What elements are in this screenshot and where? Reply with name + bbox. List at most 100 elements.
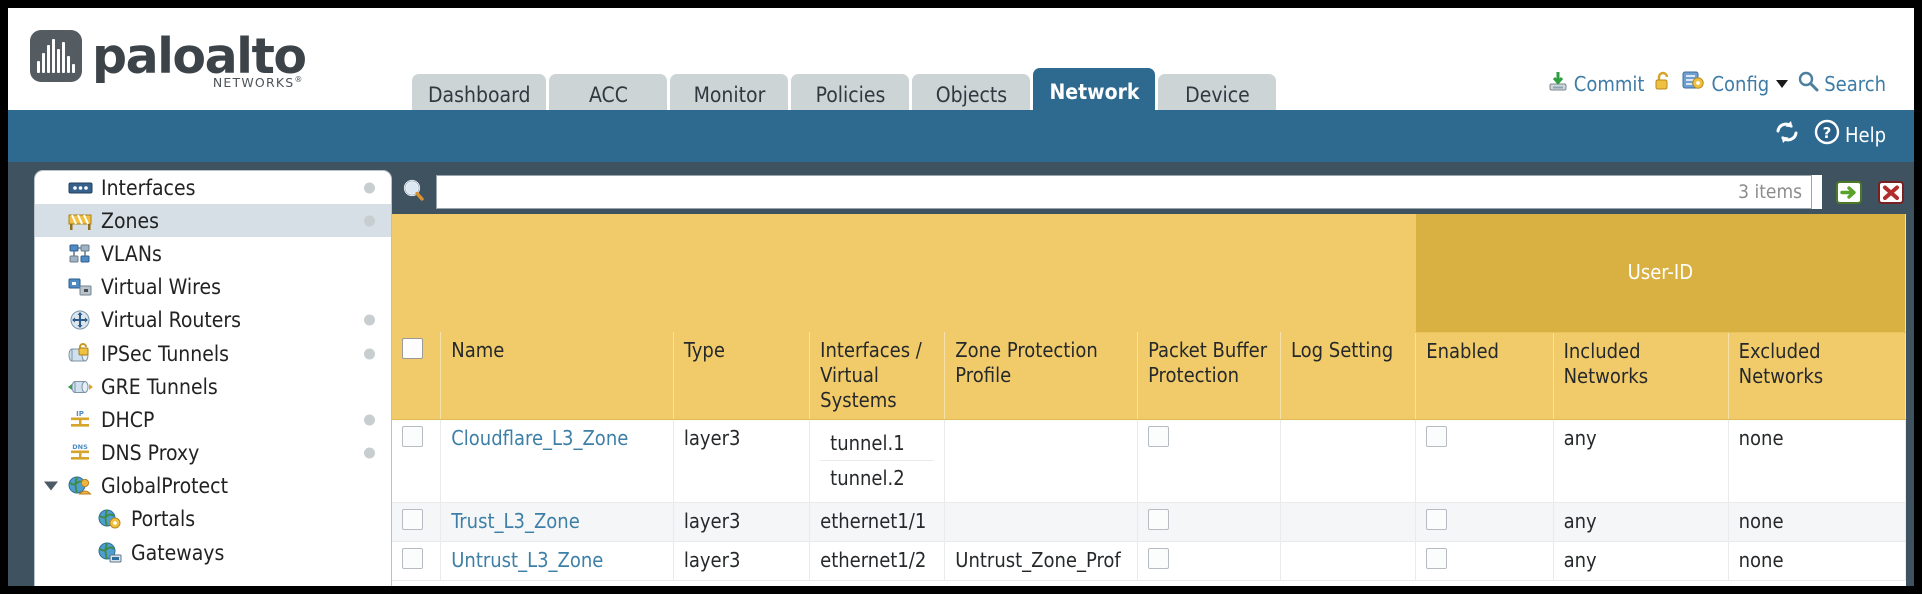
zone-link[interactable]: Untrust_L3_Zone — [451, 548, 604, 572]
col-type[interactable]: Type — [673, 332, 811, 420]
col-userid-enabled[interactable]: Enabled — [1415, 332, 1554, 420]
cell-packet-buffer-protection — [1137, 502, 1281, 542]
sidebar-item-interfaces[interactable]: Interfaces — [35, 171, 391, 204]
chevron-down-icon[interactable] — [1776, 79, 1789, 88]
status-dot — [364, 414, 375, 426]
unlock-button[interactable] — [1653, 70, 1673, 97]
col-log-setting[interactable]: Log Setting — [1280, 332, 1417, 420]
zone-link[interactable]: Cloudflare_L3_Zone — [451, 426, 629, 450]
search-input[interactable] — [436, 175, 1812, 209]
zones-table: User-ID Name Type Interfaces / Virtual S… — [392, 214, 1906, 581]
zone-link[interactable]: Trust_L3_Zone — [451, 509, 580, 533]
sidebar-item-zones[interactable]: Zones — [35, 204, 391, 238]
network-sidebar: Interfaces Zones VLANs — [34, 170, 392, 586]
top-actions: Commit — [1547, 70, 1886, 97]
svg-text:DNS: DNS — [72, 443, 88, 451]
cell-zone-protection-profile: Untrust_Zone_Prof — [944, 541, 1139, 581]
search-label: Search — [1824, 71, 1886, 96]
sidebar-item-ipsec-tunnels[interactable]: IPSec Tunnels — [35, 337, 391, 370]
zones-table-panel: User-ID Name Type Interfaces / Virtual S… — [392, 214, 1906, 586]
tab-network[interactable]: Network — [1033, 68, 1156, 116]
sidebar-item-gateways[interactable]: Gateways — [35, 536, 391, 569]
tab-acc[interactable]: ACC — [549, 74, 668, 116]
sidebar-item-globalprotect[interactable]: GlobalProtect — [35, 470, 391, 503]
tab-dashboard[interactable]: Dashboard — [412, 74, 547, 116]
cell-included-networks: any — [1553, 419, 1729, 503]
sidebar-item-vlans[interactable]: VLANs — [35, 237, 391, 270]
userid-enabled-checkbox[interactable] — [1426, 548, 1448, 569]
row-checkbox[interactable] — [402, 509, 423, 530]
portals-icon — [97, 508, 124, 530]
col-zone-protection-profile[interactable]: Zone Protection Profile — [944, 332, 1139, 420]
col-included-networks[interactable]: Included Networks — [1553, 332, 1729, 420]
tab-objects[interactable]: Objects — [912, 74, 1031, 116]
cell-userid-enabled — [1415, 541, 1554, 581]
cell-type: layer3 — [673, 541, 811, 581]
sidebar-item-virtual-routers[interactable]: Virtual Routers — [35, 304, 391, 337]
col-name[interactable]: Name — [440, 332, 674, 420]
table-header-row: Name Type Interfaces / Virtual Systems Z… — [392, 332, 1906, 420]
sidebar-item-virtual-wires[interactable]: Virtual Wires — [35, 271, 391, 304]
magnifier-icon[interactable] — [400, 177, 430, 207]
packet-buffer-checkbox[interactable] — [1148, 509, 1170, 530]
userid-enabled-checkbox[interactable] — [1426, 426, 1448, 447]
cell-type: layer3 — [673, 502, 811, 542]
config-button[interactable]: Config — [1682, 70, 1789, 97]
commit-button[interactable]: Commit — [1547, 70, 1644, 97]
sidebar-item-label: DHCP — [101, 407, 155, 432]
select-all-checkbox[interactable] — [402, 338, 423, 359]
cell-name: Trust_L3_Zone — [440, 502, 674, 542]
sidebar-item-label: IPSec Tunnels — [101, 341, 229, 366]
cell-interfaces: ethernet1/2 — [809, 541, 946, 581]
tab-policies[interactable]: Policies — [791, 74, 910, 116]
sidebar-item-label: Gateways — [131, 540, 225, 565]
cell-excluded-networks: none — [1728, 502, 1906, 542]
cell-packet-buffer-protection — [1137, 541, 1281, 581]
tab-device[interactable]: Device — [1158, 74, 1277, 116]
sidebar-item-gre-tunnels[interactable]: GRE Tunnels — [35, 370, 391, 403]
brand-name: paloalto — [92, 28, 307, 85]
cell-log-setting — [1280, 541, 1417, 581]
packet-buffer-checkbox[interactable] — [1148, 548, 1170, 569]
group-header-userid: User-ID — [1415, 214, 1906, 333]
cell-zone-protection-profile — [944, 502, 1139, 542]
refresh-icon[interactable] — [1774, 120, 1800, 149]
sidebar-item-dns-proxy[interactable]: DNS DNS Proxy — [35, 437, 391, 470]
table-row[interactable]: Trust_L3_Zone layer3 ethernet1/1 any non… — [392, 502, 1906, 542]
table-row[interactable]: Untrust_L3_Zone layer3 ethernet1/2 Untru… — [392, 541, 1906, 581]
sidebar-item-label: Virtual Routers — [101, 308, 242, 333]
apply-filter-button[interactable] — [1834, 177, 1864, 207]
cell-excluded-networks: none — [1728, 419, 1906, 503]
table-group-header-row: User-ID — [392, 214, 1906, 333]
row-checkbox[interactable] — [402, 548, 423, 569]
chevron-down-icon[interactable] — [44, 481, 58, 491]
search-icon — [1797, 70, 1819, 97]
filter-bar: 3 items — [392, 170, 1906, 214]
status-dot — [364, 348, 375, 360]
tab-monitor[interactable]: Monitor — [670, 74, 789, 116]
top-bar: paloalto NETWORKS® Dashboard ACC Monitor… — [8, 8, 1914, 116]
select-all-cell — [392, 332, 442, 420]
userid-enabled-checkbox[interactable] — [1426, 509, 1448, 530]
help-button[interactable]: ? Help — [1814, 119, 1886, 150]
commit-icon — [1547, 70, 1569, 97]
cell-included-networks: any — [1553, 541, 1729, 581]
cell-log-setting — [1280, 419, 1417, 503]
gateways-icon — [97, 542, 124, 564]
col-packet-buffer-protection[interactable]: Packet Buffer Protection — [1137, 332, 1281, 420]
cell-interfaces: tunnel.1 tunnel.2 — [809, 419, 946, 503]
row-checkbox[interactable] — [402, 426, 423, 447]
cell-name: Untrust_L3_Zone — [440, 541, 674, 581]
status-dot — [364, 314, 375, 326]
clear-filter-button[interactable] — [1876, 177, 1906, 207]
sidebar-item-label: VLANs — [101, 241, 162, 266]
packet-buffer-checkbox[interactable] — [1148, 426, 1170, 447]
col-excluded-networks[interactable]: Excluded Networks — [1728, 332, 1906, 420]
status-dot — [364, 447, 375, 459]
col-interfaces-virtual-systems[interactable]: Interfaces / Virtual Systems — [809, 332, 946, 420]
sidebar-item-dhcp[interactable]: IP DHCP — [35, 403, 391, 436]
search-button[interactable]: Search — [1797, 70, 1886, 97]
row-select-cell — [392, 419, 442, 503]
cell-packet-buffer-protection — [1137, 419, 1281, 503]
sidebar-item-portals[interactable]: Portals — [35, 503, 391, 536]
